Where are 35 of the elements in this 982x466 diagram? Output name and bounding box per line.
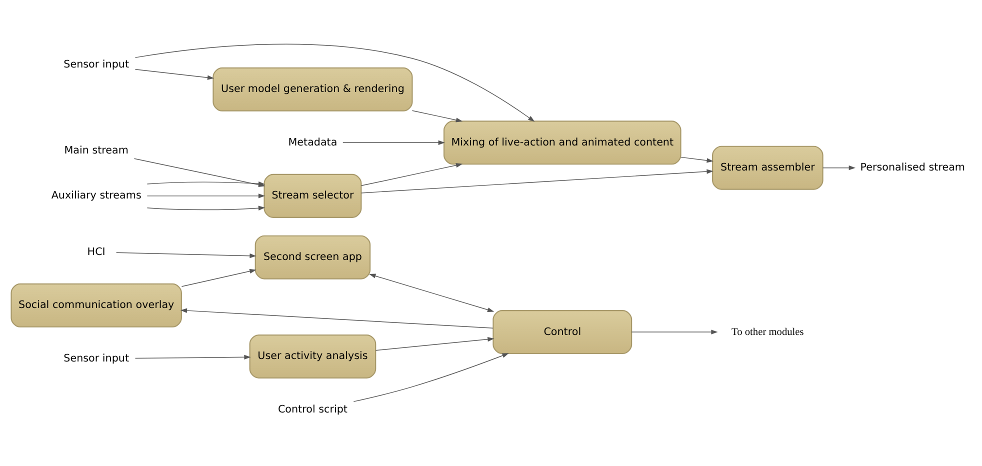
node-text: To other modules	[732, 326, 804, 338]
arrow	[360, 162, 463, 186]
arrow	[146, 193, 266, 198]
arrow	[134, 68, 214, 80]
node-text: Auxiliary streams	[51, 189, 142, 202]
node-box: Second screen app	[254, 234, 371, 279]
node-box: User model generation & rendering	[212, 66, 413, 111]
arrow	[375, 336, 494, 350]
arrow	[134, 43, 535, 122]
arrow	[180, 308, 494, 328]
node-box: Stream assembler	[712, 145, 824, 190]
arrow	[412, 110, 463, 122]
arrow	[631, 329, 718, 334]
node-text: Control script	[278, 402, 348, 415]
arrow	[360, 168, 714, 193]
arrow	[369, 273, 494, 312]
arrow	[353, 352, 509, 402]
arrow	[342, 140, 445, 144]
node-text: Sensor input	[64, 352, 130, 364]
node-box: Social communication overlay	[10, 282, 182, 327]
arrow	[822, 164, 856, 170]
node-text: Personalised stream	[860, 161, 966, 174]
arrow	[116, 252, 256, 258]
node-text: HCI	[87, 245, 106, 258]
node-text: Sensor input	[64, 58, 130, 70]
node-box: Control	[492, 310, 632, 354]
arrow	[680, 156, 714, 162]
node-text: Metadata	[288, 136, 338, 148]
arrow	[181, 268, 256, 286]
node-text: Main stream	[64, 144, 128, 156]
node-box: User activity analysis	[249, 334, 376, 378]
node-box: Mixing of live-action and animated content	[443, 120, 682, 164]
arrow	[146, 205, 266, 210]
arrow	[134, 354, 251, 359]
node-box: Stream selector	[264, 173, 362, 218]
